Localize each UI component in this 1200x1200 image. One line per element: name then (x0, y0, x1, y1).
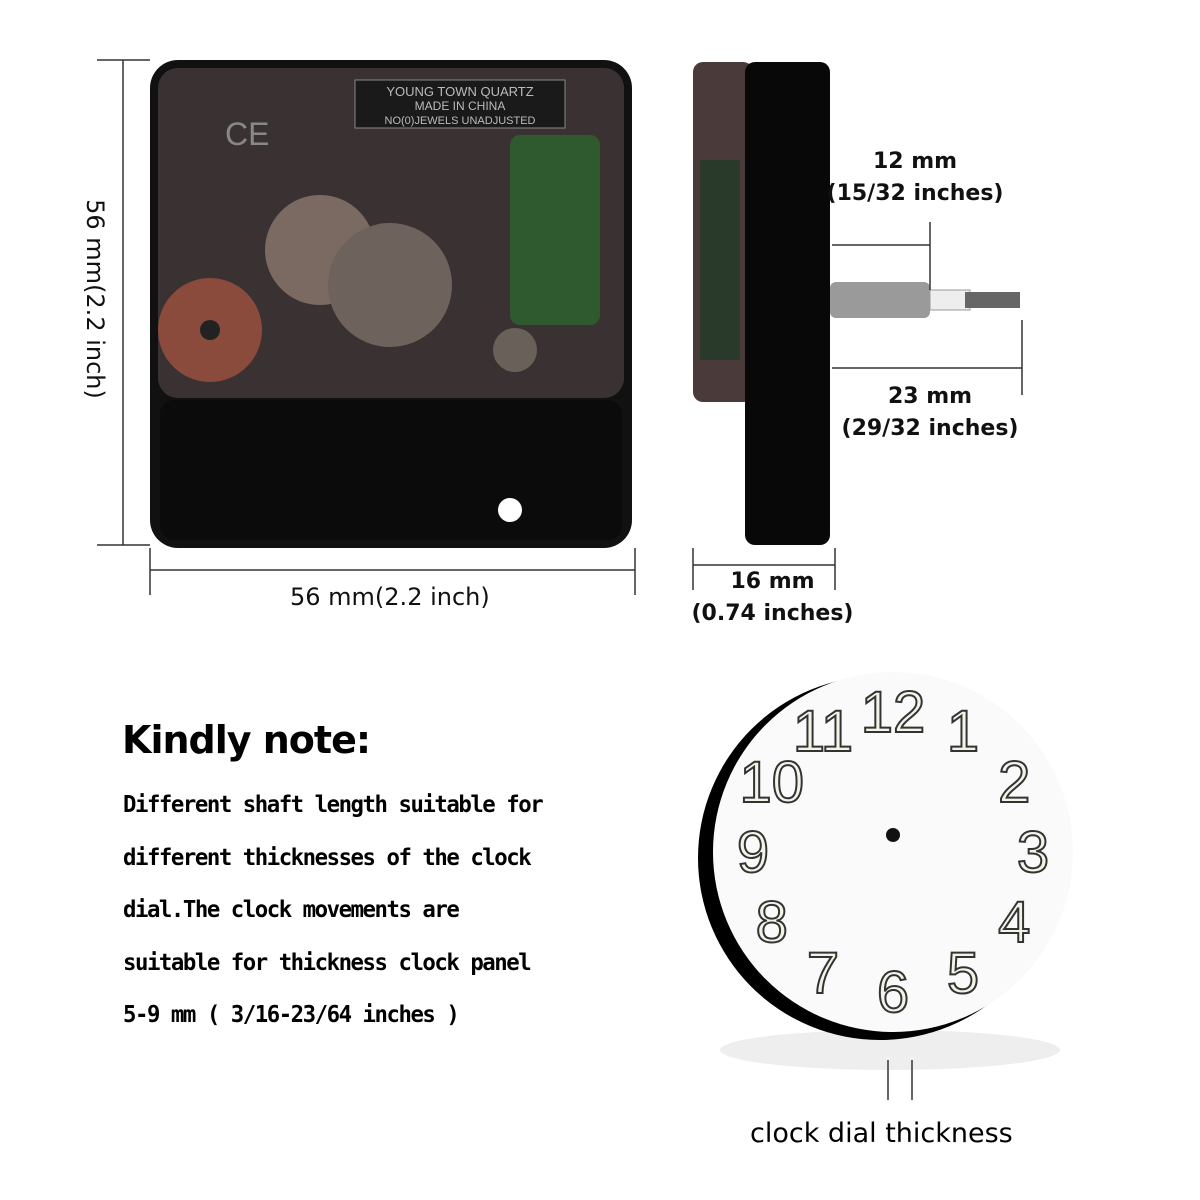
dial-number: 2 (998, 750, 1030, 815)
dial-number: 6 (877, 960, 909, 1025)
svg-text:CE: CE (225, 116, 269, 152)
note-body: Different shaft length suitable for diff… (123, 785, 583, 1048)
shaft-thread-in: (15/32 inches) (826, 181, 1004, 206)
note-line: different thicknesses of the clock (123, 844, 532, 871)
dial-number: 7 (807, 941, 839, 1006)
body-depth-in: (0.74 inches) (691, 601, 854, 626)
dial-number: 5 (947, 941, 979, 1006)
body-depth-mm: 16 mm (730, 569, 815, 594)
clock-movement-front: CE (150, 60, 632, 548)
dial-caption: clock dial thickness (750, 1118, 1013, 1149)
height-dimension-label: 56 mm(2.2 inch) (81, 199, 109, 399)
dial-number: 11 (793, 699, 853, 764)
dial-number: 10 (740, 750, 805, 815)
width-dimension-label: 56 mm(2.2 inch) (290, 583, 490, 611)
note-title: Kindly note: (122, 718, 371, 762)
dimension-lines-side (692, 222, 1023, 590)
dial-number: 12 (861, 680, 926, 745)
dial-number: 9 (737, 820, 769, 885)
note-line: Different shaft length suitable for (123, 792, 544, 818)
movement-label-line3: NO(0)JEWELS UNADJUSTED (385, 115, 536, 127)
movement-label-line2: MADE IN CHINA (415, 99, 506, 113)
dial-number: 8 (756, 890, 788, 955)
movement-label-line1: YOUNG TOWN QUARTZ (386, 84, 533, 99)
note-line: 5-9 mm ( 3/16-23/64 inches ) (123, 1002, 460, 1028)
note-line: suitable for thickness clock panel (123, 949, 532, 976)
shaft-total-dimension: 23 mm (29/32 inches) (835, 381, 1025, 445)
dial-number: 1 (947, 699, 979, 764)
shaft-total-in: (29/32 inches) (841, 416, 1019, 441)
shaft-thread-mm: 12 mm (872, 149, 958, 174)
shaft-total-mm: 23 mm (887, 384, 973, 409)
dial-number: 3 (1017, 820, 1049, 885)
clock-movement-side (693, 62, 1020, 545)
clock-dial (698, 672, 1073, 1100)
body-depth-dimension: 16 mm (0.74 inches) (680, 566, 865, 630)
dial-number: 4 (998, 890, 1030, 955)
note-line: dial.The clock movements are (123, 897, 460, 923)
shaft-thread-dimension: 12 mm (15/32 inches) (820, 146, 1010, 210)
dimension-lines-front (97, 59, 636, 595)
